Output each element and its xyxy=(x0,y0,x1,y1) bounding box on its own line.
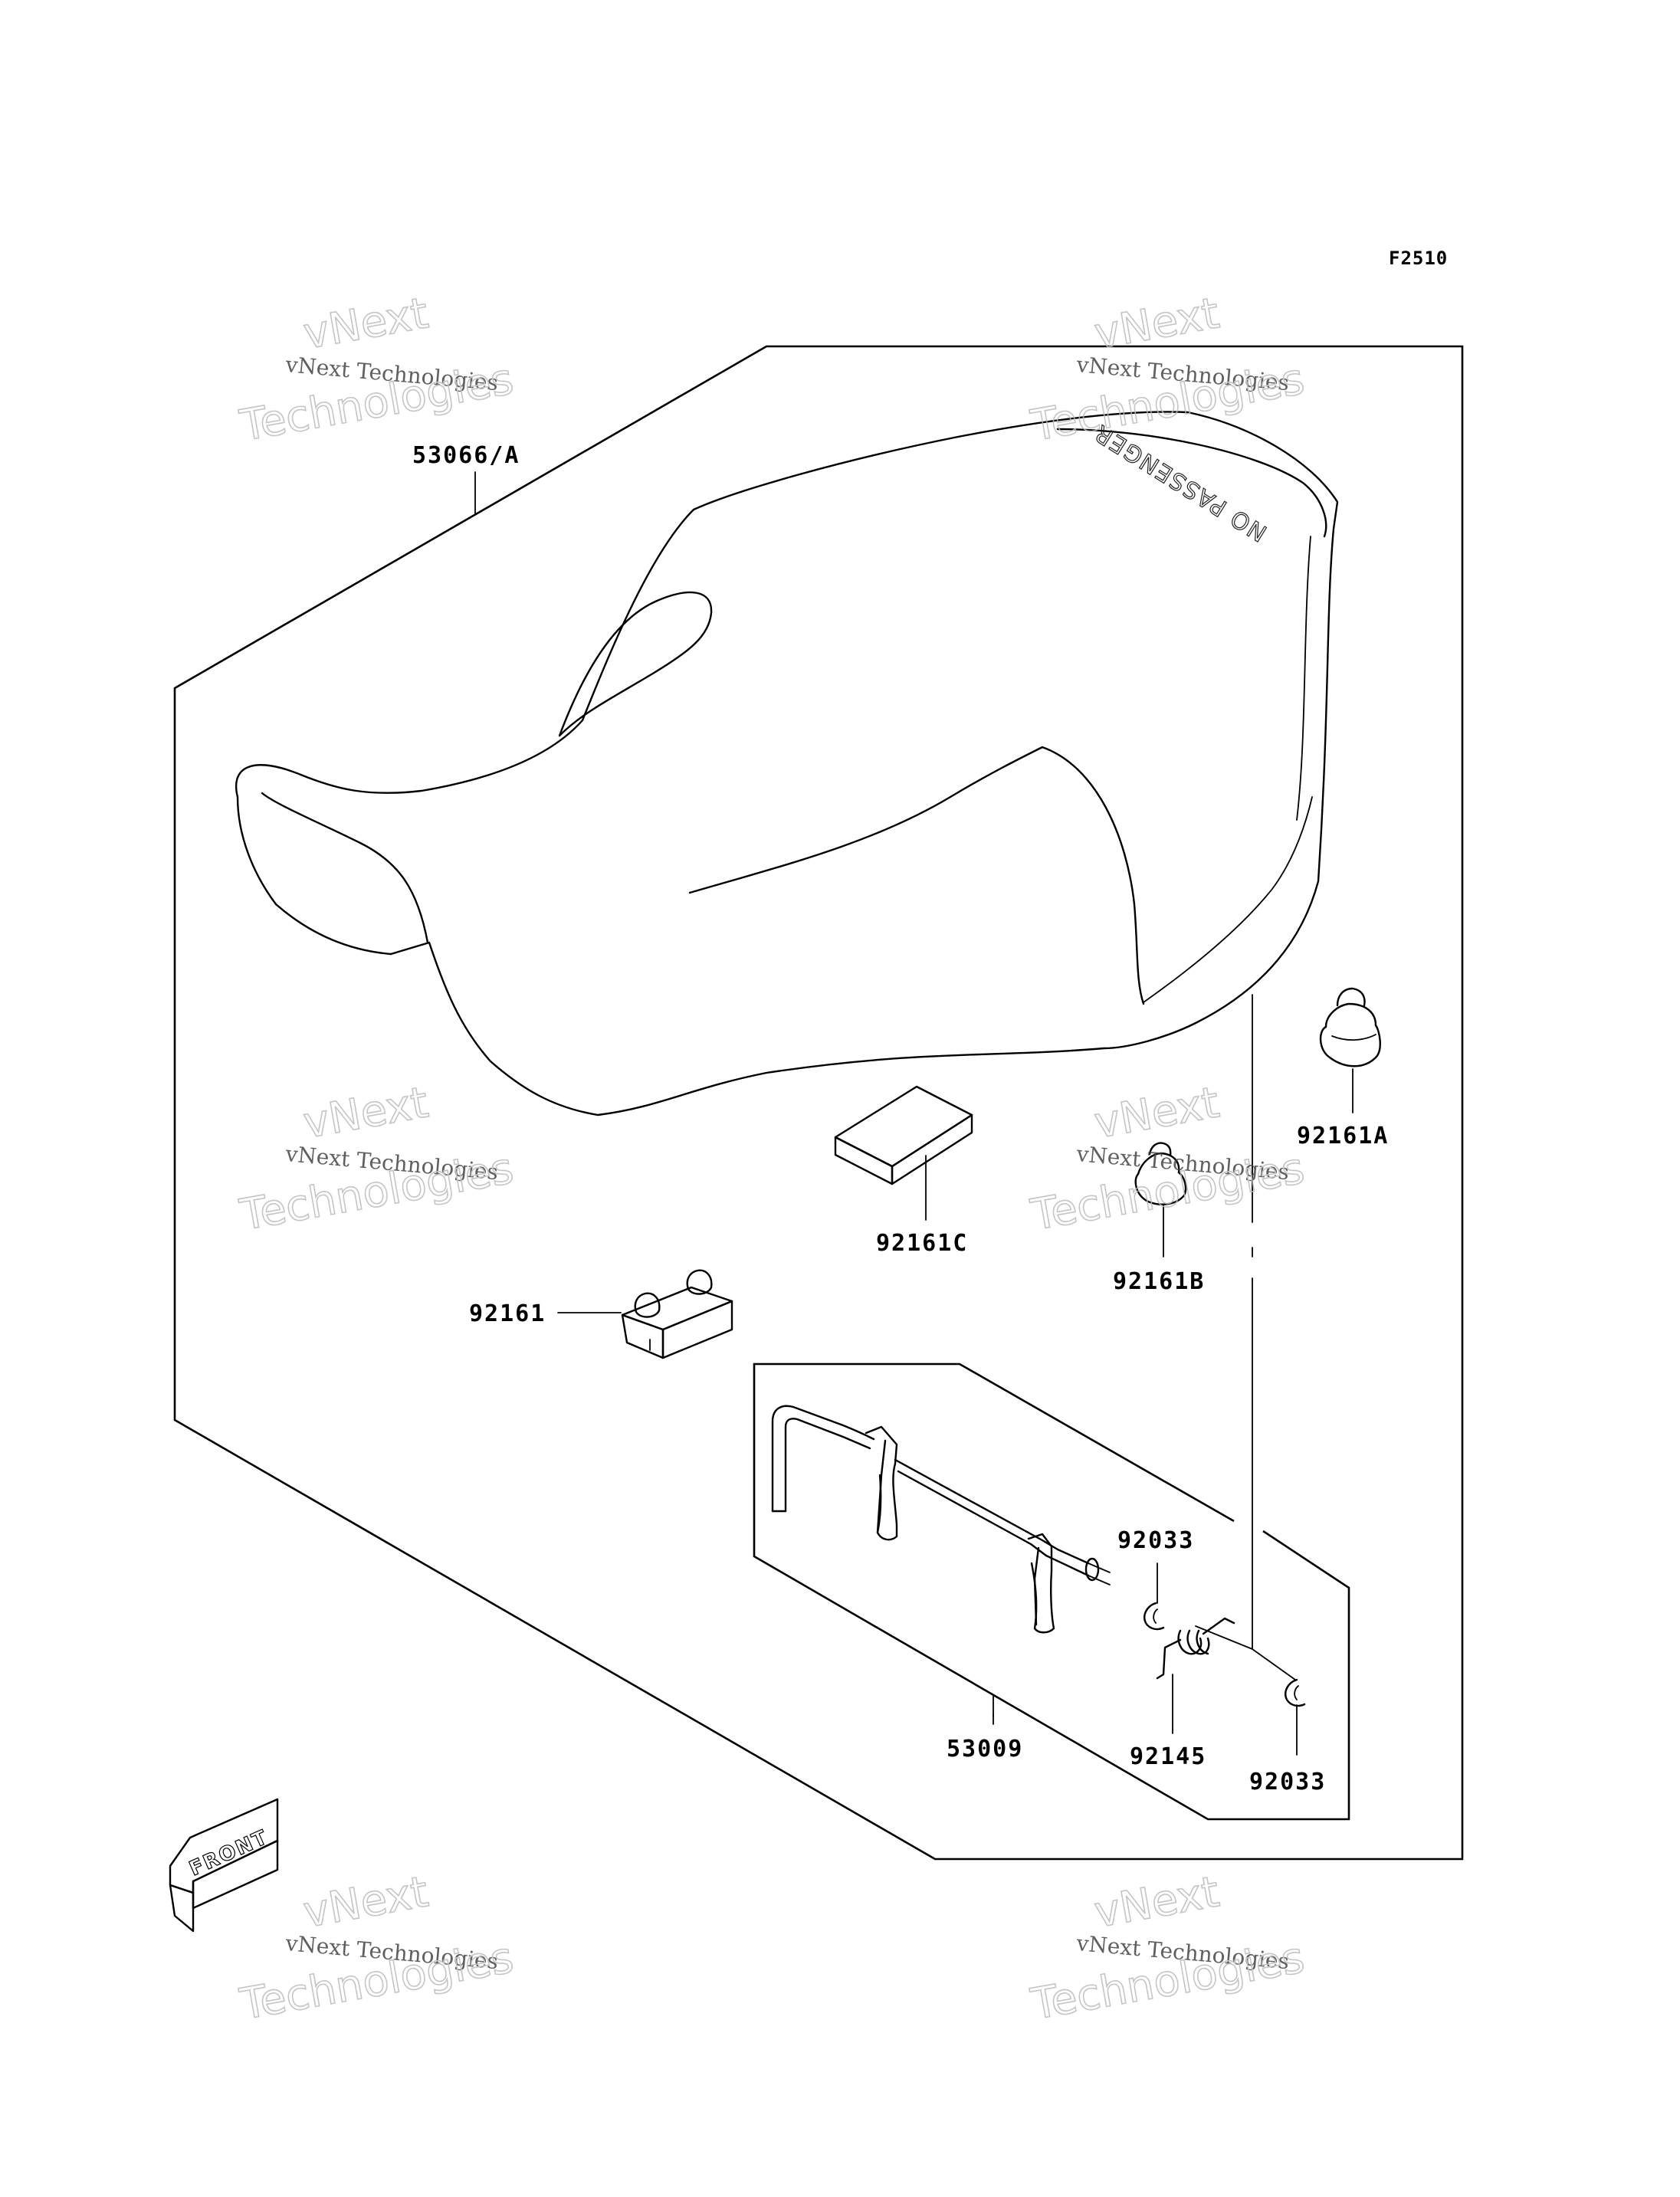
watermark-6: vNext vNext Technologies Technologies xyxy=(1026,1867,1308,2031)
watermark-5: vNext vNext Technologies Technologies xyxy=(235,1867,517,2031)
damper-block-92161 xyxy=(621,1269,733,1359)
svg-text:vNext: vNext xyxy=(300,288,431,359)
watermark-4: vNext vNext Technologies Technologies xyxy=(1026,1077,1308,1241)
front-arrow-icon: FRONT xyxy=(169,1798,279,1933)
seat-illustration: NO PASSENGER xyxy=(235,411,1339,1117)
label-92033-lower: 92033 xyxy=(1249,1769,1326,1795)
svg-text:vNext: vNext xyxy=(300,1867,431,1937)
stopper-pad-92161c xyxy=(834,1085,973,1185)
label-53009: 53009 xyxy=(947,1736,1023,1763)
damper-92161a xyxy=(1319,987,1381,1067)
label-92161a: 92161A xyxy=(1297,1123,1389,1149)
label-92161: 92161 xyxy=(469,1300,546,1327)
label-92161b: 92161B xyxy=(1113,1268,1205,1295)
damper-92161b xyxy=(1134,1142,1187,1205)
svg-text:vNext: vNext xyxy=(1091,1077,1222,1148)
figure-code: F2510 xyxy=(1389,248,1448,269)
svg-text:vNext: vNext xyxy=(300,1077,431,1148)
clip-92033-upper xyxy=(1144,1602,1165,1631)
watermark-1: vNext vNext Technologies Technologies xyxy=(235,288,517,452)
lock-assembly-53009 xyxy=(771,1405,1111,1634)
label-53066-a: 53066/A xyxy=(412,442,520,469)
seat-marking: NO PASSENGER xyxy=(1089,418,1271,546)
clip-92033-lower xyxy=(1285,1678,1306,1707)
label-92145: 92145 xyxy=(1130,1743,1206,1770)
lock-subassembly-frame xyxy=(753,1362,1350,1821)
svg-text:vNext: vNext xyxy=(1091,1867,1222,1937)
svg-text:vNext: vNext xyxy=(1091,288,1222,359)
assembly-guide-line xyxy=(1195,994,1296,1681)
assembly-frame xyxy=(173,345,1464,1861)
label-92033-upper: 92033 xyxy=(1117,1527,1194,1554)
watermark-2: vNext vNext Technologies Technologies xyxy=(1026,288,1308,452)
label-92161c: 92161C xyxy=(876,1230,968,1257)
spring-92145 xyxy=(1156,1617,1235,1680)
watermark-3: vNext vNext Technologies Technologies xyxy=(235,1077,517,1241)
